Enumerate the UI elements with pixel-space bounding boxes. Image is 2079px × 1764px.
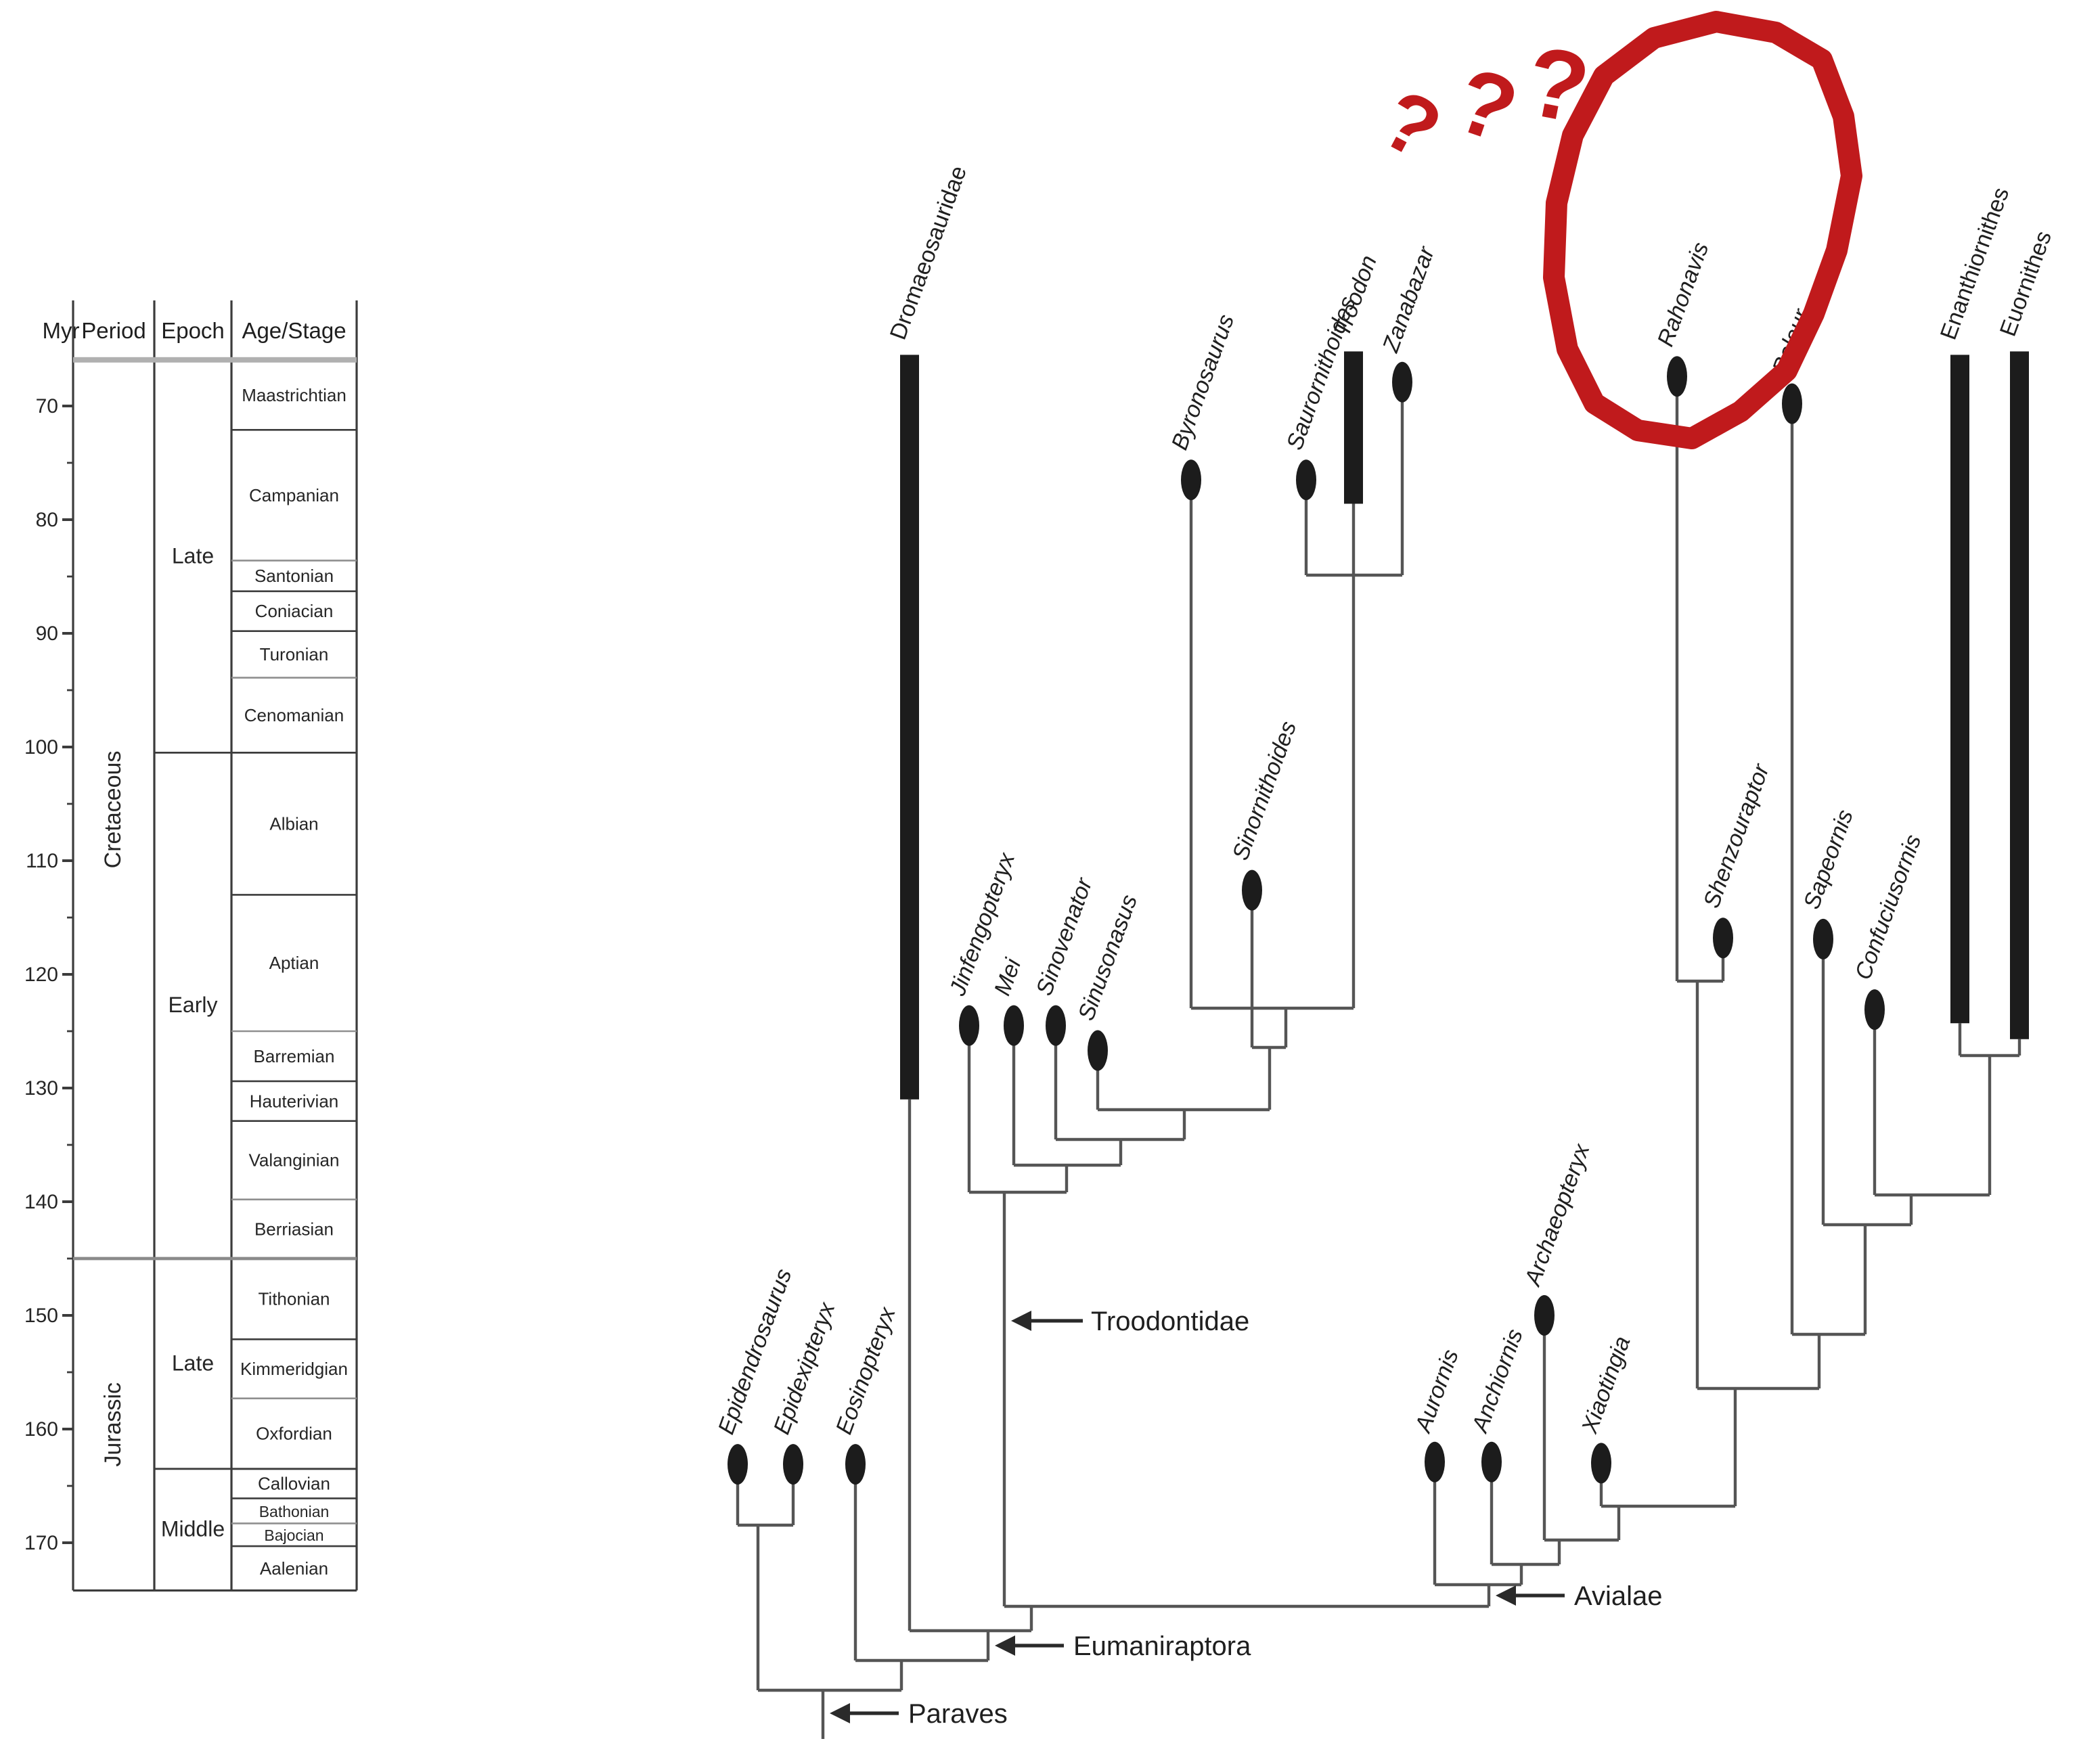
tip-oval-eosinopteryx xyxy=(845,1444,866,1485)
tip-oval-anchiornis xyxy=(1481,1441,1502,1483)
tip-label-xiaotingia: Xiaotingia xyxy=(1576,1333,1635,1437)
range-bar-enanthiornithes xyxy=(1950,355,1969,1024)
myr-tick-label-170: 170 xyxy=(24,1532,58,1554)
tip-label-rahonavis: Rahonavis xyxy=(1653,239,1714,350)
range-bar-dromaeosauridae xyxy=(900,355,919,1100)
tip-label-sapeornis: Sapeornis xyxy=(1799,807,1858,913)
tip-oval-rahonavis xyxy=(1667,356,1687,397)
stage-label-maastrichtian: Maastrichtian xyxy=(242,385,346,405)
clade-arrow-head-avialae xyxy=(1496,1585,1516,1606)
stage-label-hauterivian: Hauterivian xyxy=(250,1091,339,1111)
tip-oval-xiaotingia xyxy=(1591,1443,1611,1484)
tip-oval-archaeopteryx xyxy=(1534,1295,1555,1336)
period-label-jurassic: Jurassic xyxy=(100,1382,126,1467)
myr-tick-label-80: 80 xyxy=(36,509,58,531)
tip-label-zanabazar: Zanabazar xyxy=(1377,242,1439,356)
tip-oval-balaur xyxy=(1782,383,1802,424)
table-top-gray-band xyxy=(73,357,357,363)
tip-label-aurornis: Aurornis xyxy=(1410,1346,1464,1437)
tip-label-sinornithoides: Sinornithoides xyxy=(1228,718,1301,863)
stage-label-bajocian: Bajocian xyxy=(264,1526,323,1544)
tip-label-archaeopteryx: Archaeopteryx xyxy=(1519,1140,1595,1290)
tip-oval-saurornithoides xyxy=(1296,459,1316,501)
stage-label-albian: Albian xyxy=(269,813,318,834)
clade-arrow-head-paraves xyxy=(830,1703,850,1723)
tip-label-eosinopteryx: Eosinopteryx xyxy=(831,1303,901,1438)
myr-tick-label-120: 120 xyxy=(24,964,58,986)
stage-label-aalenian: Aalenian xyxy=(260,1558,328,1579)
bar-label-dromaeosauridae: Dromaeosauridae xyxy=(885,162,972,343)
myr-tick-label-160: 160 xyxy=(24,1418,58,1441)
bar-label-euornithes: Euornithes xyxy=(1995,227,2057,340)
tip-oval-mei xyxy=(1004,1005,1024,1046)
stage-label-santonian: Santonian xyxy=(254,566,334,586)
stage-label-barremian: Barremian xyxy=(254,1046,335,1066)
clade-label-troodontidae: Troodontidae xyxy=(1091,1307,1249,1336)
tip-oval-aurornis xyxy=(1425,1441,1445,1483)
tip-oval-sapeornis xyxy=(1813,918,1833,959)
stage-label-aptian: Aptian xyxy=(269,953,319,973)
stage-label-campanian: Campanian xyxy=(249,485,339,505)
myr-tick-label-130: 130 xyxy=(24,1077,58,1100)
epoch-label-late-2: Late xyxy=(172,1351,214,1375)
range-bar-troodon xyxy=(1344,351,1363,504)
tip-oval-jinfengopteryx xyxy=(959,1005,979,1046)
epoch-label-middle-3: Middle xyxy=(161,1517,225,1541)
clade-label-paraves: Paraves xyxy=(908,1699,1008,1729)
tip-oval-zanabazar xyxy=(1392,361,1412,403)
tip-label-confuciusornis: Confuciusornis xyxy=(1850,831,1927,982)
table-header-age-stage: Age/Stage xyxy=(242,318,346,343)
stage-label-valanginian: Valanginian xyxy=(249,1150,340,1171)
highlight-circle-annotation xyxy=(1543,11,1862,449)
stage-label-berriasian: Berriasian xyxy=(254,1219,334,1239)
stage-label-turonian: Turonian xyxy=(260,644,329,664)
myr-tick-label-150: 150 xyxy=(24,1305,58,1327)
tip-oval-byronosaurus xyxy=(1181,459,1201,501)
stage-label-callovian: Callovian xyxy=(258,1474,330,1494)
clade-label-eumaniraptora: Eumaniraptora xyxy=(1073,1631,1251,1661)
tip-label-byronosaurus: Byronosaurus xyxy=(1167,311,1239,453)
tip-label-mei: Mei xyxy=(989,954,1027,999)
stage-label-kimmeridgian: Kimmeridgian xyxy=(240,1359,348,1379)
tip-label-anchiornis: Anchiornis xyxy=(1467,1326,1528,1437)
tip-oval-confuciusornis xyxy=(1864,989,1885,1031)
clade-arrow-head-troodontidae xyxy=(1011,1311,1031,1331)
question-mark-annotation-2: ? xyxy=(1444,47,1530,163)
tip-oval-epidexipteryx xyxy=(783,1444,803,1485)
range-bar-euornithes xyxy=(2010,351,2029,1039)
myr-tick-label-90: 90 xyxy=(36,623,58,645)
tip-label-shenzouraptor: Shenzouraptor xyxy=(1699,760,1775,911)
epoch-label-early-1: Early xyxy=(169,993,218,1017)
tip-oval-epidendrosaurus xyxy=(728,1444,748,1485)
table-header-period: Period xyxy=(81,318,146,343)
stage-label-coniacian: Coniacian xyxy=(255,601,334,621)
stage-label-tithonian: Tithonian xyxy=(259,1289,330,1309)
table-header-epoch: Epoch xyxy=(161,318,225,343)
tip-oval-sinovenator xyxy=(1046,1005,1066,1046)
myr-tick-label-110: 110 xyxy=(26,850,58,872)
stage-label-cenomanian: Cenomanian xyxy=(244,705,344,725)
stage-label-oxfordian: Oxfordian xyxy=(256,1424,332,1444)
myr-tick-label-140: 140 xyxy=(24,1191,58,1213)
clade-arrow-head-eumaniraptora xyxy=(995,1635,1015,1656)
tip-oval-sinornithoides xyxy=(1242,869,1262,911)
tip-oval-sinusonasus xyxy=(1088,1030,1108,1071)
stage-label-bathonian: Bathonian xyxy=(259,1503,330,1520)
clade-label-avialae: Avialae xyxy=(1574,1581,1662,1611)
myr-tick-label-70: 70 xyxy=(36,395,58,417)
period-label-cretaceous: Cretaceous xyxy=(100,750,126,868)
tip-oval-shenzouraptor xyxy=(1713,918,1733,959)
red-annotations: ??? xyxy=(1366,11,1862,449)
myr-tick-label-100: 100 xyxy=(24,736,58,759)
epoch-label-late-0: Late xyxy=(172,544,214,568)
question-mark-annotation-1: ? xyxy=(1366,72,1456,178)
